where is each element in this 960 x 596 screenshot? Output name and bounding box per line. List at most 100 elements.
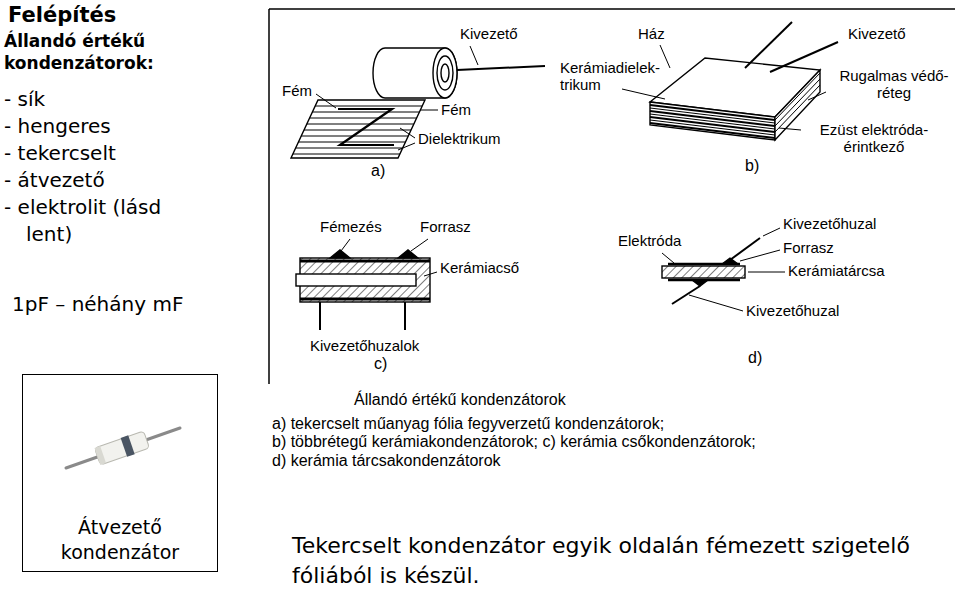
part-label: Kivezetőhuzal bbox=[746, 302, 839, 319]
frame-line bbox=[269, 8, 955, 10]
leader-lines bbox=[808, 92, 826, 100]
caption-line: d) kerámia tárcsakondenzátorok bbox=[272, 452, 501, 470]
figure-letter: c) bbox=[374, 355, 387, 373]
lead-wire bbox=[319, 302, 321, 330]
metal-coating bbox=[300, 298, 430, 301]
list-item: - átvezető bbox=[4, 167, 105, 194]
leader-lines bbox=[420, 110, 438, 111]
ceramic-layers bbox=[650, 108, 775, 123]
figure-letter: d) bbox=[748, 349, 762, 367]
part-label: Ház bbox=[638, 25, 665, 42]
list-item: - tekercselt bbox=[4, 140, 116, 167]
part-label: Ezüst elektróda- érintkező bbox=[804, 121, 944, 155]
photo-ground bbox=[23, 375, 217, 513]
caption-line: a) tekercselt műanyag fólia fegyverzetű … bbox=[272, 415, 664, 433]
lead-wire bbox=[745, 22, 792, 68]
solder bbox=[330, 250, 350, 258]
housing-side bbox=[775, 70, 820, 140]
frame-line bbox=[268, 9, 270, 384]
part-label: Dielektrikum bbox=[418, 130, 501, 147]
ceramic-disc bbox=[662, 266, 745, 278]
leader-lines bbox=[316, 94, 336, 108]
leader-lines bbox=[662, 253, 674, 263]
figure-frame bbox=[269, 9, 955, 384]
figure-letter: b) bbox=[745, 157, 759, 175]
part-label: Kivezető bbox=[848, 25, 906, 42]
film-layers bbox=[315, 106, 422, 107]
ceramic-layers bbox=[775, 73, 820, 120]
feedthrough-capacitor-photo bbox=[23, 375, 217, 513]
lead-wire bbox=[404, 302, 406, 330]
part-label: Kerámiatárcsa bbox=[788, 262, 885, 279]
note-text: Tekercselt kondenzátor egyik oldalán fém… bbox=[292, 531, 932, 591]
slide-title: Felépítés bbox=[8, 2, 116, 28]
film-layers bbox=[298, 142, 405, 143]
leader-lines bbox=[338, 239, 350, 255]
film-layers bbox=[293, 106, 422, 154]
photo-caption: Átvezető kondenzátor bbox=[23, 515, 217, 565]
caption-line: b) többrétegű kerámiakondenzátorok; c) k… bbox=[272, 433, 756, 451]
part-label: Kivezetőhuzal bbox=[783, 215, 876, 232]
roll-end bbox=[441, 64, 449, 82]
part-label: Fémezés bbox=[320, 218, 382, 235]
film-layers bbox=[293, 154, 400, 155]
ceramic-layers bbox=[650, 120, 775, 135]
lead-wire bbox=[770, 42, 838, 72]
list-item: - elektrolit (lásd lent) bbox=[4, 194, 166, 248]
film-layers bbox=[310, 118, 417, 119]
leader-lines bbox=[411, 239, 428, 251]
part-label: Fém bbox=[282, 82, 312, 99]
film-layers bbox=[307, 124, 414, 125]
roll-end bbox=[437, 56, 453, 90]
ceramic-layers bbox=[650, 114, 775, 129]
part-label: Rugalmas védő- réteg bbox=[830, 67, 958, 101]
foil-fold bbox=[338, 109, 394, 145]
roll-body bbox=[373, 48, 457, 98]
list-item: - hengeres bbox=[4, 113, 111, 140]
subheading: Állandó értékű kondenzátorok: bbox=[4, 30, 182, 74]
multilayer-ceramic-capacitor bbox=[650, 22, 838, 140]
leader-lines bbox=[398, 143, 415, 150]
film-layers bbox=[304, 130, 411, 131]
leader-lines bbox=[660, 45, 670, 68]
leader-lines bbox=[763, 228, 780, 236]
photo-frame: Átvezető kondenzátor bbox=[22, 374, 218, 572]
leader-lines bbox=[622, 89, 665, 99]
figure-caption: Állandó értékű kondenzátorok bbox=[354, 391, 566, 409]
leader-lines bbox=[689, 295, 743, 311]
film-layers bbox=[312, 112, 419, 113]
lead-wire bbox=[457, 66, 545, 70]
range-note: 1pF – néhány mF bbox=[12, 291, 183, 318]
leader-lines bbox=[779, 128, 801, 130]
part-label: Fém bbox=[441, 101, 471, 118]
leader-lines bbox=[740, 250, 780, 261]
lead-wire bbox=[672, 286, 700, 304]
part-label: Kivezetőhuzalok bbox=[310, 337, 419, 354]
list-item: - sík bbox=[4, 86, 45, 113]
film-strip bbox=[291, 100, 425, 158]
photo-body bbox=[94, 431, 149, 465]
photo-body bbox=[121, 435, 135, 457]
housing-front bbox=[650, 102, 775, 140]
figure-letter: a) bbox=[371, 162, 385, 180]
metal-coating bbox=[300, 260, 430, 263]
ceramic-layers bbox=[775, 79, 820, 126]
part-label: Elektróda bbox=[618, 232, 681, 249]
film-layers bbox=[296, 148, 403, 149]
roll-end bbox=[433, 48, 457, 98]
photo-body bbox=[94, 446, 106, 465]
solder bbox=[398, 250, 418, 258]
wound-film-capacitor bbox=[291, 48, 545, 158]
part-label: Forrasz bbox=[783, 239, 834, 256]
part-label: Forrasz bbox=[420, 218, 471, 235]
ceramic-layers bbox=[650, 73, 820, 138]
photo-wire bbox=[66, 428, 180, 468]
photo-body bbox=[94, 430, 150, 466]
ceramic-layers bbox=[775, 85, 820, 132]
leader-lines bbox=[424, 272, 437, 276]
leader-lines bbox=[470, 46, 478, 65]
part-label: Kerámiacső bbox=[440, 259, 519, 276]
leader-lines bbox=[622, 45, 826, 130]
inner-electrode bbox=[296, 274, 416, 286]
leader-lines bbox=[400, 128, 415, 138]
